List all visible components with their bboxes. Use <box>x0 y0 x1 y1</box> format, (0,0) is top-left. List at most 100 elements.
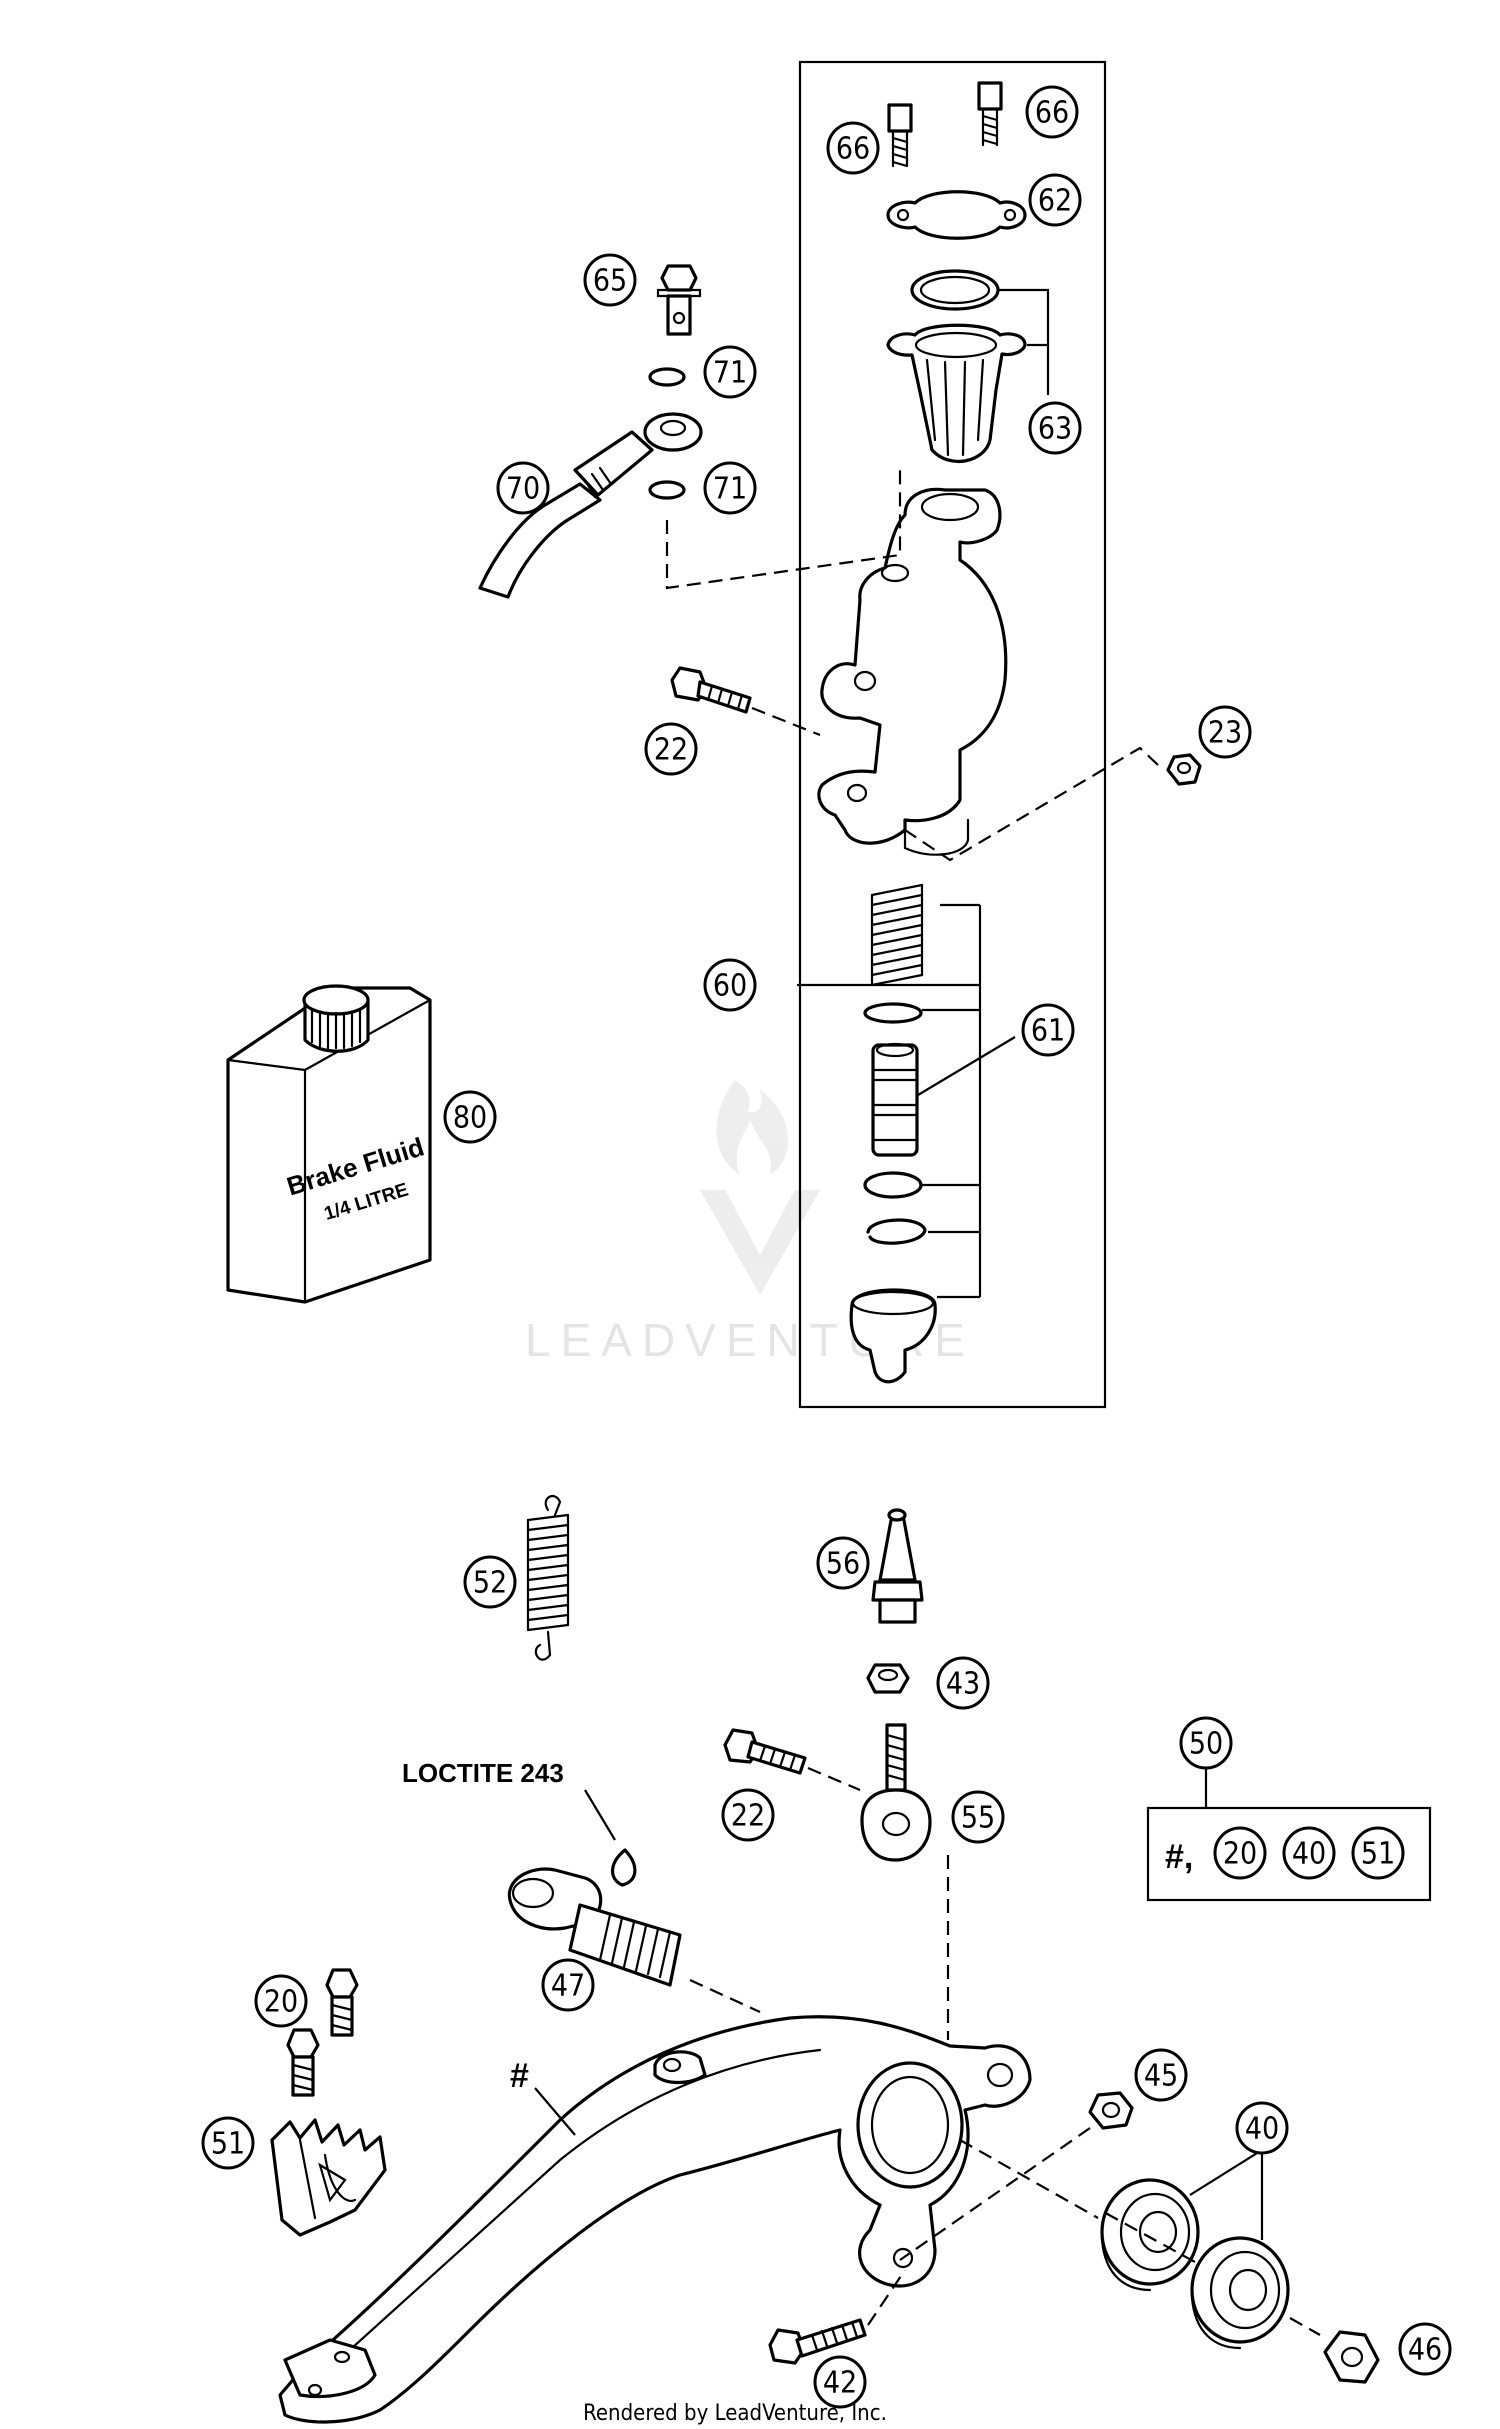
reservoir-cap-62 <box>886 190 1027 240</box>
callout-circle-61 <box>1021 1003 1075 1057</box>
callout-circle-20 <box>254 1974 308 2028</box>
bolt-20-lower <box>286 2028 320 2097</box>
callout-circle-70 <box>496 461 550 515</box>
callout-circle-51 <box>201 2116 255 2170</box>
callout-number-66b: 66 <box>1035 96 1069 131</box>
callout-number-65: 65 <box>593 264 627 299</box>
brake-lever-main <box>278 2015 1032 2424</box>
callout-circle-55 <box>951 1790 1005 1844</box>
callout-22a: 22 <box>644 722 698 776</box>
callout-number-56: 56 <box>826 1547 860 1582</box>
callout-number-66a: 66 <box>836 132 870 167</box>
pivot-bolt-47 <box>507 1867 682 1987</box>
callout-number-52: 52 <box>473 1566 507 1601</box>
callout-circle-56 <box>816 1536 870 1590</box>
callout-circle-63 <box>1028 401 1082 455</box>
master-cylinder-body-60 <box>817 487 1008 856</box>
spring-60 <box>870 883 924 987</box>
callout-number-22b: 22 <box>731 1799 765 1834</box>
callout-circle-50 <box>1179 1716 1233 1770</box>
callout-43: 43 <box>936 1656 990 1710</box>
callout-52: 52 <box>463 1555 517 1609</box>
callout-20: 20 <box>254 1974 308 2028</box>
nut-45 <box>1088 2091 1134 2130</box>
callout-number-kit_51: 51 <box>1361 1837 1395 1872</box>
piston-61 <box>871 1042 919 1157</box>
dust-boot <box>849 1288 937 1384</box>
callout-45: 45 <box>1134 2048 1188 2102</box>
lever-hash-label: # <box>510 2057 529 2095</box>
leader-bearings-dashed <box>959 2139 1321 2336</box>
callout-number-40: 40 <box>1245 2112 1279 2147</box>
callout-55: 55 <box>951 1790 1005 1844</box>
leader-nut-45-dashed <box>899 2127 1091 2261</box>
brake-fluid-bottle-80: Brake Fluid 1/4 LITRE <box>226 984 432 1304</box>
callout-circle-66b <box>1025 85 1079 139</box>
screw-66-right <box>977 81 1003 147</box>
leader-loctite <box>584 1789 616 1841</box>
leader-pivot-dashed <box>689 1978 761 2014</box>
callout-number-47: 47 <box>551 1969 585 2004</box>
callout-number-71b: 71 <box>713 472 747 507</box>
callout-circle-23 <box>1198 705 1252 759</box>
seal-ring-60 <box>863 1002 923 1024</box>
master-cylinder-frame <box>798 60 1107 1409</box>
callout-circle-65 <box>583 253 637 307</box>
callout-number-61: 61 <box>1031 1014 1065 1049</box>
leader-lever-hash <box>534 2087 576 2136</box>
bolt-22-lower <box>723 1728 807 1775</box>
callout-circle-52 <box>463 1555 517 1609</box>
callout-42: 42 <box>813 2355 867 2409</box>
callout-circle-71a <box>703 345 757 399</box>
callout-circle-47 <box>541 1958 595 2012</box>
callout-65: 65 <box>583 253 637 307</box>
callout-number-55: 55 <box>961 1801 995 1836</box>
screw-66-left <box>887 103 913 168</box>
callout-circle-46 <box>1398 2322 1452 2376</box>
callout-number-20: 20 <box>264 1985 298 2020</box>
callout-number-42: 42 <box>823 2366 857 2401</box>
callout-number-70: 70 <box>506 472 540 507</box>
callout-number-62: 62 <box>1038 184 1072 219</box>
callout-number-51: 51 <box>211 2127 245 2162</box>
callout-number-kit_40: 40 <box>1292 1837 1326 1872</box>
callout-circle-62 <box>1028 173 1082 227</box>
callout-circle-40 <box>1235 2101 1289 2155</box>
kit-hash-label: #, <box>1165 1838 1193 1876</box>
callout-number-43: 43 <box>946 1667 980 1702</box>
leader-61 <box>917 1036 1016 1096</box>
nut-46 <box>1323 2330 1380 2384</box>
bolt-42 <box>768 2318 867 2365</box>
callout-circle-42 <box>813 2355 867 2409</box>
callout-kit_51: 51 <box>1351 1826 1405 1880</box>
leader-bolt-22 <box>751 706 821 737</box>
callout-40: 40 <box>1235 2101 1289 2155</box>
callout-61: 61 <box>1021 1003 1075 1057</box>
push-rod-56 <box>871 1508 924 1624</box>
callout-number-60: 60 <box>713 969 747 1004</box>
callout-22b: 22 <box>721 1788 775 1842</box>
circlip <box>866 1218 927 1245</box>
callout-number-23: 23 <box>1208 716 1242 751</box>
callout-number-45: 45 <box>1144 2059 1178 2094</box>
callout-number-50: 50 <box>1189 1727 1223 1762</box>
callout-66a: 66 <box>826 121 880 175</box>
callout-50: 50 <box>1179 1716 1233 1770</box>
callout-46: 46 <box>1398 2322 1452 2376</box>
callout-circle-45 <box>1134 2048 1188 2102</box>
leader-bolt-42-dashed <box>867 2269 906 2326</box>
callout-circle-80 <box>443 1090 497 1144</box>
callout-circle-kit_40 <box>1282 1826 1336 1880</box>
callout-number-71a: 71 <box>713 356 747 391</box>
callout-kit_20: 20 <box>1213 1826 1267 1880</box>
callout-71b: 71 <box>703 461 757 515</box>
callout-circle-43 <box>936 1656 990 1710</box>
callout-number-63: 63 <box>1038 412 1072 447</box>
leader-40 <box>1189 2148 1264 2240</box>
loctite-label: LOCTITE 243 <box>402 1758 564 1788</box>
washer-71-upper <box>648 367 686 387</box>
leader-nut-23 <box>904 746 1159 862</box>
callout-circle-kit_20 <box>1213 1826 1267 1880</box>
callout-circle-66a <box>826 121 880 175</box>
bolt-22-upper <box>670 666 752 714</box>
